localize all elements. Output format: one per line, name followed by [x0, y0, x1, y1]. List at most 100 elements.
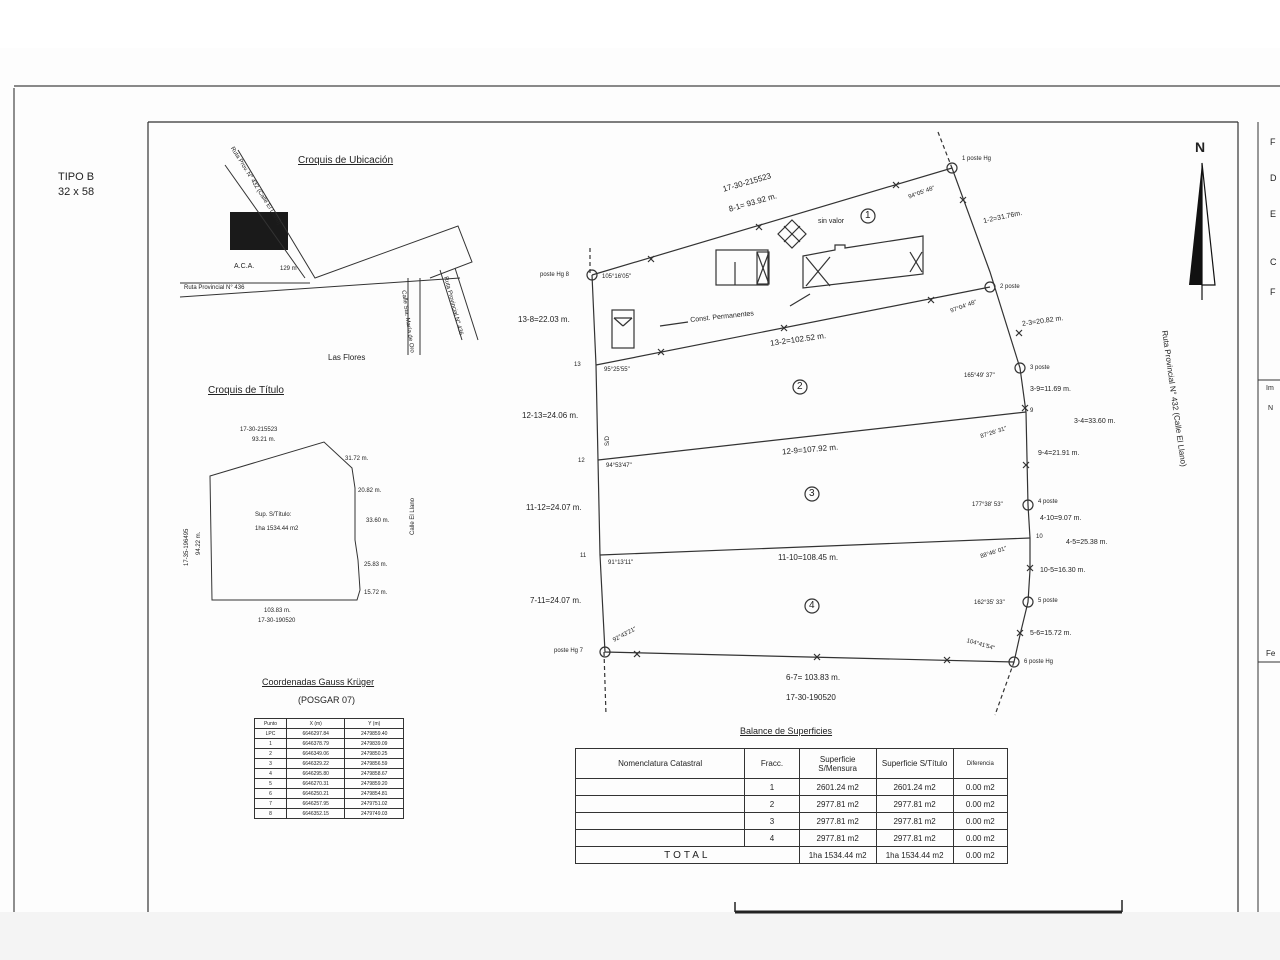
fraction-1: 1	[865, 210, 871, 221]
title-d3: 33.60 m.	[366, 518, 390, 524]
angle-8: 105°16'05"	[602, 274, 632, 280]
angle-11: 91°13'11"	[608, 560, 634, 566]
angle-5: 162°35' 33"	[974, 600, 1005, 606]
bottom-margin	[0, 912, 1280, 960]
margin-letter: C	[1270, 257, 1277, 267]
balance-table: Nomenclatura Catastral Fracc. Superficie…	[574, 748, 1009, 864]
dist-5-6: 5-6=15.72 m.	[1030, 630, 1072, 637]
fraction-2: 2	[797, 381, 803, 392]
dist-9-4: 9-4=21.91 m.	[1038, 450, 1080, 457]
dist-3-9: 3-9=11.69 m.	[1030, 386, 1071, 393]
poste-6-label: 6 poste Hg	[1024, 659, 1054, 665]
fraction-4: 4	[809, 600, 815, 611]
node-9: 9	[1030, 408, 1034, 414]
location-sketch	[179, 149, 479, 355]
poste-4-label: 4 poste	[1038, 499, 1058, 505]
angle-13: 95°25'55"	[604, 367, 630, 373]
poste-7-label: poste Hg 7	[554, 648, 584, 654]
dist-3-4: 3-4=33.60 m.	[1074, 418, 1116, 425]
margin-letter: Fe	[1266, 649, 1276, 658]
margin-letter: E	[1270, 209, 1277, 219]
poste-2-label: 2 poste	[1000, 284, 1020, 290]
title-sup-label: Sup. S/Título:	[255, 512, 292, 518]
title-left-ref: 17-35-196495	[184, 528, 190, 566]
node-13: 13	[574, 362, 581, 368]
poste-8-label: poste Hg 8	[540, 272, 570, 278]
title-bottom-ref: 17-30-190520	[258, 618, 296, 624]
las-flores-label: Las Flores	[328, 353, 366, 362]
dist-13-8: 13-8=22.03 m.	[518, 315, 570, 324]
dist-11-10: 11-10=108.45 m.	[778, 553, 839, 562]
poste-3-label: 3 poste	[1030, 365, 1050, 371]
title-street: Calle El Llano	[410, 497, 416, 535]
sheet-type: TIPO B	[58, 171, 95, 183]
angle-12: 94°53'47"	[606, 463, 632, 469]
title-d5: 15.72 m.	[364, 590, 388, 596]
poste-1-label: 1 poste Hg	[962, 156, 992, 162]
margin-letter: F	[1270, 287, 1276, 297]
balance-title: Balance de Superficies	[740, 726, 833, 736]
margin-letter: Im	[1266, 385, 1274, 392]
main-plan	[586, 131, 1034, 716]
distance-label: 129 m	[280, 266, 297, 272]
aca-label: A.C.A.	[234, 263, 255, 270]
sin-valor-label: sin valor	[818, 218, 845, 225]
title-d2: 20.82 m.	[358, 488, 382, 494]
node-11: 11	[580, 553, 587, 559]
dist-10-5: 10-5=16.30 m.	[1040, 567, 1086, 574]
title-d1: 31.72 m.	[345, 456, 369, 462]
dist-7-11: 7-11=24.07 m.	[530, 596, 582, 605]
dist-6-7: 6-7= 103.83 m.	[786, 673, 841, 682]
fraction-3: 3	[809, 488, 815, 499]
dist-11-12: 11-12=24.07 m.	[526, 503, 582, 512]
margin-letter: N	[1268, 405, 1274, 412]
dist-4-10: 4-10=9.07 m.	[1040, 515, 1082, 522]
title-d4: 25.83 m.	[364, 562, 388, 568]
node-10: 10	[1036, 534, 1043, 540]
title-sup-value: 1ha 1534.44 m2	[255, 526, 299, 532]
poste-5-label: 5 poste	[1038, 598, 1058, 604]
north-arrow-icon	[1189, 162, 1216, 300]
route-436-label: Ruta Provincial N° 436	[184, 285, 245, 291]
balance-total-row: TOTAL 1ha 1534.44 m2 1ha 1534.44 m2 0.00…	[575, 846, 1009, 864]
sheet-size: 32 x 58	[58, 186, 95, 198]
margin-letter: D	[1270, 173, 1277, 183]
angle-3: 165°49' 37"	[964, 373, 995, 379]
dist-12-13: 12-13=24.06 m.	[522, 411, 579, 420]
margin-letter: F	[1270, 137, 1276, 147]
title-top-dist: 93.21 m.	[252, 437, 276, 443]
dist-4-5: 4-5=25.38 m.	[1066, 539, 1108, 546]
title-sketch-outline	[209, 441, 361, 601]
balance-header-row: Nomenclatura Catastral Fracc. Superficie…	[574, 748, 1009, 779]
coords-subtitle: (POSGAR 07)	[298, 695, 356, 705]
location-title: Croquis de Ubicación	[298, 155, 394, 166]
title-left-dist: 94.22 m.	[196, 531, 202, 555]
angle-4: 177°38' 53"	[972, 502, 1003, 508]
title-sketch-title: Croquis de Título	[208, 385, 284, 396]
title-top-ref: 17-30-215523	[240, 427, 278, 433]
sd-label: S/D	[605, 435, 611, 446]
node-12: 12	[578, 458, 585, 464]
bottom-ref-label: 17-30-190520	[786, 693, 836, 702]
north-label: N	[1195, 139, 1206, 155]
title-bottom-dist: 103.83 m.	[264, 608, 291, 614]
coords-title: Coordenadas Gauss Krüger	[262, 677, 375, 687]
top-margin	[0, 0, 1280, 48]
